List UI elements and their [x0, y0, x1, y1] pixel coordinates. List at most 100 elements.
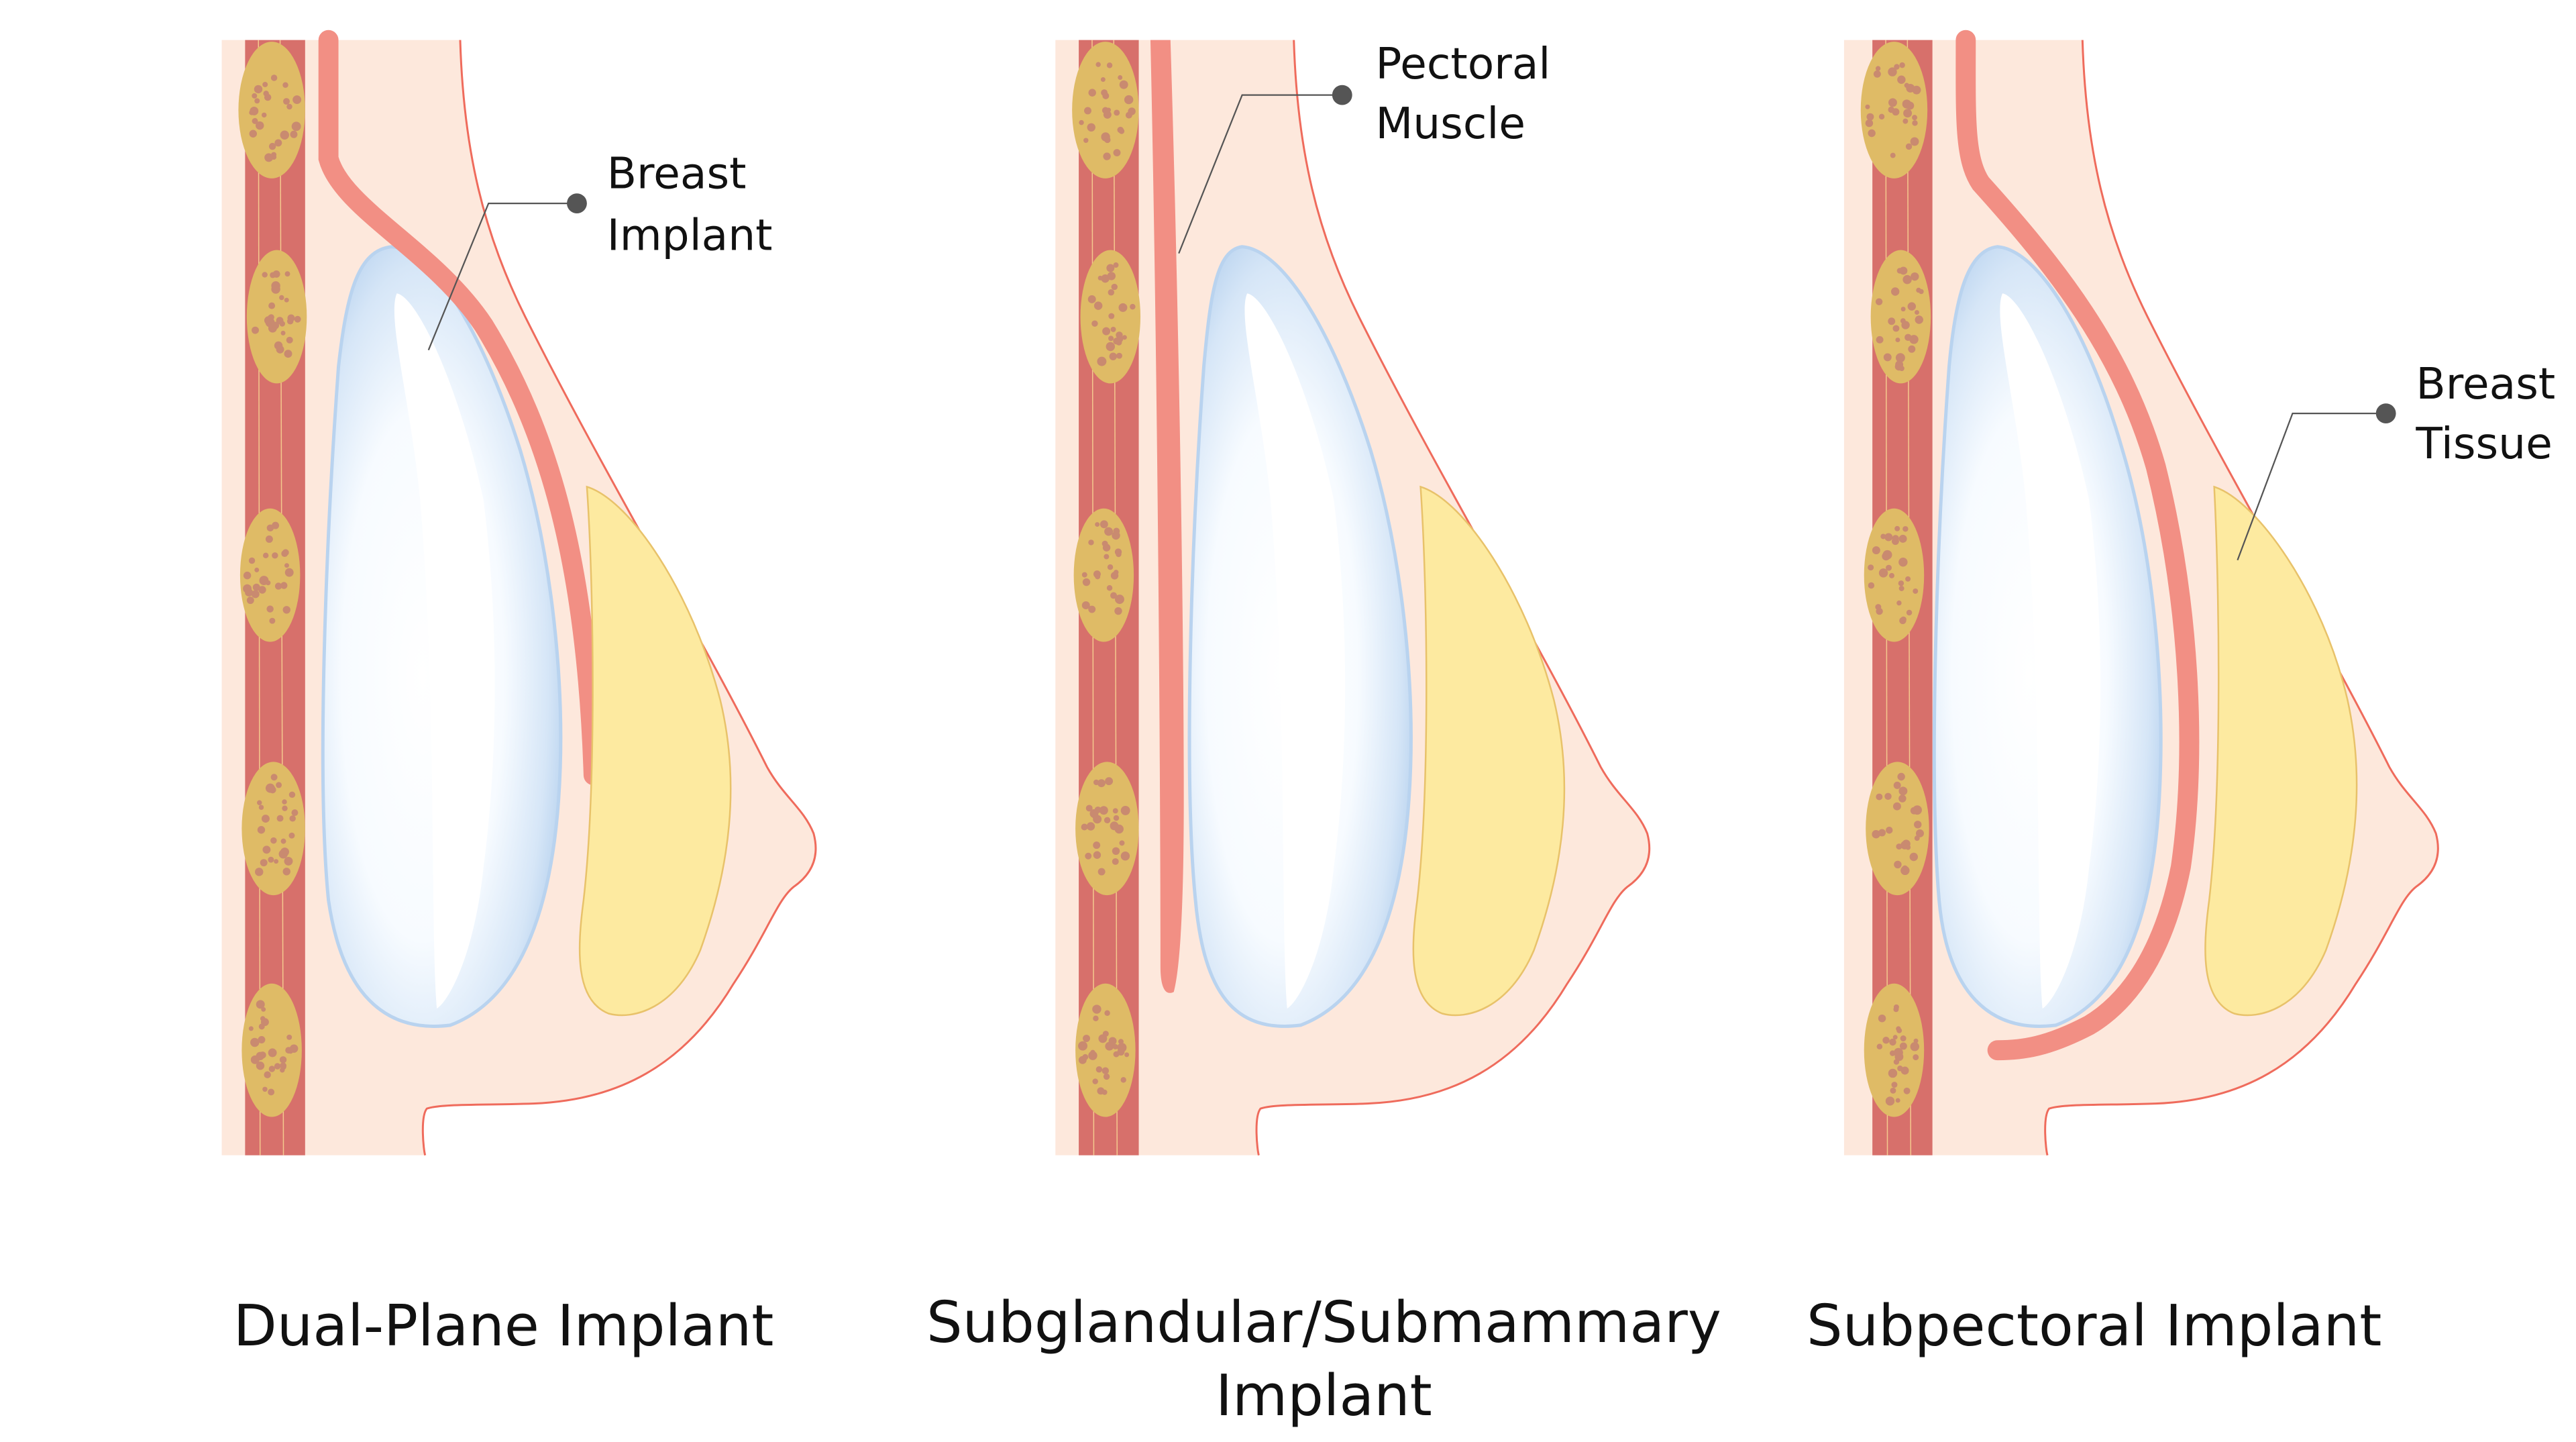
cartilage-dot [1088, 605, 1096, 613]
cartilage-dot [1120, 1077, 1126, 1083]
cartilage-dot [248, 1026, 254, 1031]
callout-label-line-1: Breast [2416, 359, 2555, 409]
cartilage-dot [280, 130, 289, 140]
cartilage-dot [1082, 578, 1091, 586]
cartilage-dot [289, 815, 296, 822]
breast-tissue [2204, 485, 2358, 1017]
cartilage-dot [1087, 295, 1096, 303]
cartilage-dot [1902, 526, 1909, 532]
cartilage-dot [1095, 574, 1101, 580]
cartilage-dot [1110, 572, 1119, 580]
cartilage-dot [1898, 558, 1908, 567]
cartilage-dot [284, 856, 293, 866]
cartilage-dot [1906, 101, 1915, 110]
cartilage-dot [1898, 580, 1904, 586]
cartilage-dot [1907, 302, 1917, 311]
cartilage-dot [1086, 822, 1095, 831]
cartilage-dot [1894, 362, 1903, 371]
cartilage-dot [1889, 572, 1894, 578]
cartilage-dot [1104, 554, 1110, 560]
cartilage-dot [1865, 119, 1874, 127]
cartilage-dot [1911, 272, 1919, 281]
cartilage-dot [271, 281, 280, 291]
cartilage-dot [260, 1018, 269, 1027]
cartilage-dot [282, 799, 287, 805]
cartilage-dot [1875, 66, 1881, 71]
pectoral-muscle [318, 30, 604, 786]
cartilage-dot [269, 617, 276, 624]
cartilage-dot [245, 588, 254, 597]
cartilage-dot [1113, 149, 1121, 157]
cartilage-dot [1106, 107, 1112, 113]
cartilage-dot [1099, 806, 1108, 815]
rib-cartilage-group [238, 42, 307, 1117]
cartilage-dot [1888, 98, 1897, 107]
cartilage-dot [280, 838, 286, 844]
cartilage-dot [1886, 564, 1892, 571]
cartilage-dot [267, 314, 274, 321]
cartilage-dot [1868, 129, 1876, 138]
cartilage-dot [1894, 860, 1902, 869]
cartilage-dot [1108, 1037, 1117, 1045]
cartilage-dot [1916, 287, 1921, 293]
cartilage-dot [1897, 75, 1906, 84]
cartilage-dot [1904, 333, 1912, 342]
cartilage-dot [282, 868, 290, 876]
cartilage-dot [1900, 307, 1906, 312]
cartilage-dot [250, 1037, 260, 1047]
cartilage-dot [1891, 1082, 1898, 1088]
cartilage-dot [270, 74, 278, 81]
cartilage-dot [1895, 353, 1905, 363]
cartilage-dot [1093, 841, 1101, 849]
cartilage-dot [1873, 70, 1881, 78]
cartilage-dot [1899, 617, 1907, 625]
cartilage-dot [268, 1048, 277, 1058]
cartilage-dot [1116, 352, 1122, 359]
cartilage-dot [1083, 138, 1089, 143]
cartilage-dot [258, 805, 264, 810]
cartilage-dot [284, 563, 289, 568]
cartilage-dot [1865, 104, 1870, 109]
cartilage-dot [1868, 582, 1875, 589]
cartilage-dot [1880, 533, 1886, 539]
cartilage-dot [1913, 805, 1922, 815]
cartilage-dot [1913, 1038, 1919, 1043]
cartilage-dot [248, 557, 256, 564]
cartilage-dot [1902, 118, 1909, 124]
cartilage-dot [1913, 588, 1919, 594]
cartilage-dot [252, 326, 259, 334]
cartilage-dot [1890, 1087, 1896, 1094]
cartilage-dot [1900, 1035, 1907, 1042]
cartilage-dot [1118, 1039, 1124, 1045]
cartilage-dot [1906, 609, 1913, 616]
cartilage-dot [1114, 607, 1122, 615]
cartilage-dot [1120, 805, 1130, 815]
cartilage-dot [1889, 1038, 1896, 1046]
cartilage-dot [1122, 335, 1127, 340]
cartilage-dot [1106, 585, 1113, 591]
cartilage-dot [1901, 321, 1910, 329]
cartilage-dot [1102, 1067, 1110, 1074]
cartilage-dot [279, 321, 286, 327]
panel-subpectoral: Breast Tissue Subpectoral Implant [1807, 30, 2555, 1359]
cartilage-dot [1893, 1059, 1900, 1065]
cartilage-dot [243, 571, 252, 580]
cartilage-dot [1876, 336, 1884, 344]
cartilage-dot [1890, 152, 1896, 158]
cartilage-dot [1102, 92, 1110, 99]
cartilage-dot [1883, 353, 1892, 362]
cartilage-dot [263, 91, 269, 97]
cartilage-dot [268, 142, 276, 150]
cartilage-dot [1894, 1052, 1904, 1062]
cartilage-dot [256, 1051, 264, 1061]
cartilage-dot [282, 82, 288, 88]
cartilage-dot [1093, 851, 1102, 859]
cartilage-dot [1885, 1096, 1895, 1106]
cartilage-dot [1914, 821, 1922, 829]
cartilage-dot [1085, 805, 1093, 812]
cartilage-dot [255, 868, 264, 876]
cartilage-dot [1899, 62, 1905, 68]
cartilage-dot [268, 302, 276, 309]
implant-highlight [1244, 293, 1346, 1009]
cartilage-dot [1913, 1054, 1919, 1061]
